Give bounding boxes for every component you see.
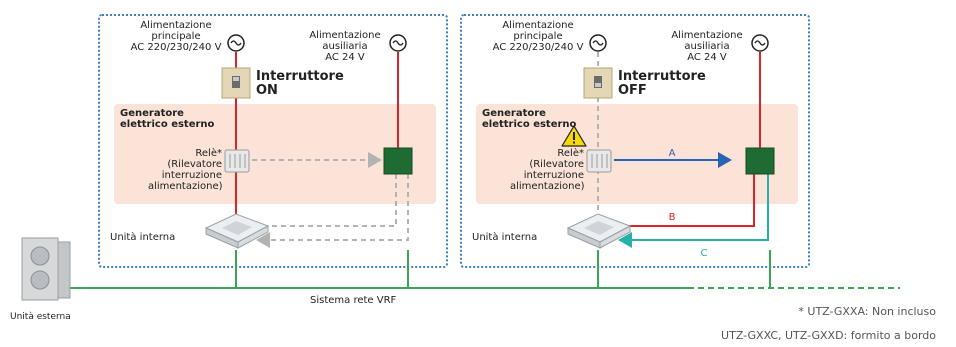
aux-return-inactive-2 <box>256 174 409 248</box>
path-b-label: B <box>669 212 676 223</box>
panel-off <box>460 14 810 268</box>
footnote-1: * UTZ-GXXA: Non incluso <box>798 305 936 318</box>
panel-on <box>98 14 448 268</box>
indoor-unit-icon-off <box>566 213 632 249</box>
switch-on-icon <box>221 67 251 99</box>
warning-icon <box>561 125 587 147</box>
footnote-2: UTZ-GXXC, UTZ-GXXD: formito a bordo <box>721 329 936 342</box>
generator-area-off <box>476 104 798 204</box>
indoor-label-on: Unità interna <box>110 232 176 243</box>
switch-off-icon <box>583 67 613 99</box>
outdoor-unit-label: Unità esterna <box>10 312 71 322</box>
ac-supply-icon-aux-on <box>389 34 407 52</box>
path-b-line <box>612 174 755 227</box>
path-c-label: C <box>701 248 708 259</box>
outdoor-unit-image <box>21 237 71 301</box>
aux-return-inactive-1 <box>272 174 397 227</box>
aux-device-off <box>745 147 775 175</box>
vrf-network-label: Sistema rete VRF <box>310 295 397 306</box>
ac-supply-icon-main-off <box>589 34 607 52</box>
aux-device-on <box>383 147 413 175</box>
generator-area-on <box>114 104 436 204</box>
ac-supply-icon-main-on <box>227 34 245 52</box>
relay-icon-off <box>586 149 612 173</box>
ac-supply-icon-aux-off <box>751 34 769 52</box>
indoor-label-off: Unità interna <box>472 232 538 243</box>
indoor-unit-icon-on <box>204 213 270 249</box>
path-c-arrow <box>618 174 769 248</box>
relay-icon-on <box>224 149 250 173</box>
path-a-label: A <box>669 148 676 159</box>
